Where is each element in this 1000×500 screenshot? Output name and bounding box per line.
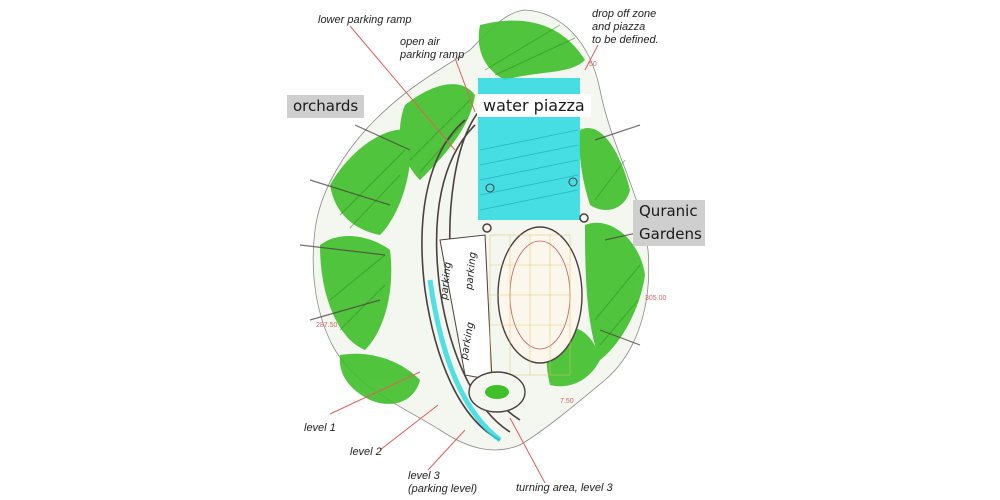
- turning-area-label: turning area, level 3: [516, 482, 613, 494]
- parking-label-1: parking: [439, 262, 454, 302]
- elevation-label: 287.50: [316, 322, 338, 329]
- water-channel: [427, 279, 502, 442]
- level-1-label: level 1: [304, 422, 336, 434]
- quranic-label: Quranic: [633, 200, 705, 223]
- gardens-label: Gardens: [633, 223, 705, 246]
- drop-off-zone-label: drop off zone and piazza to be defined.: [592, 8, 659, 46]
- lower-parking-ramp-label: lower parking ramp: [318, 14, 412, 26]
- piazza-marker-left: [485, 183, 495, 193]
- parking-label-2: parking: [464, 252, 479, 292]
- elevation-label: 305.00: [645, 295, 667, 302]
- plaza-grid: [489, 234, 571, 376]
- level-2-label: level 2: [350, 446, 382, 458]
- piazza-marker-east: [579, 213, 589, 223]
- piazza-marker-bottom: [482, 223, 492, 233]
- water-piazza-hatch: [479, 129, 579, 211]
- turning-area-center: [485, 385, 509, 399]
- orchards-label: orchards: [287, 95, 365, 118]
- water-piazza-label: water piazza: [477, 94, 591, 117]
- elevation-label: 50: [589, 61, 597, 68]
- level-3-label: level 3 (parking level): [408, 470, 478, 495]
- leader-lines: [329, 25, 599, 484]
- piazza-marker-right: [568, 177, 578, 187]
- open-air-parking-ramp-label: open air parking ramp: [400, 36, 465, 61]
- elevation-label: 7.50: [560, 398, 574, 405]
- sketch-strokes: [299, 124, 651, 346]
